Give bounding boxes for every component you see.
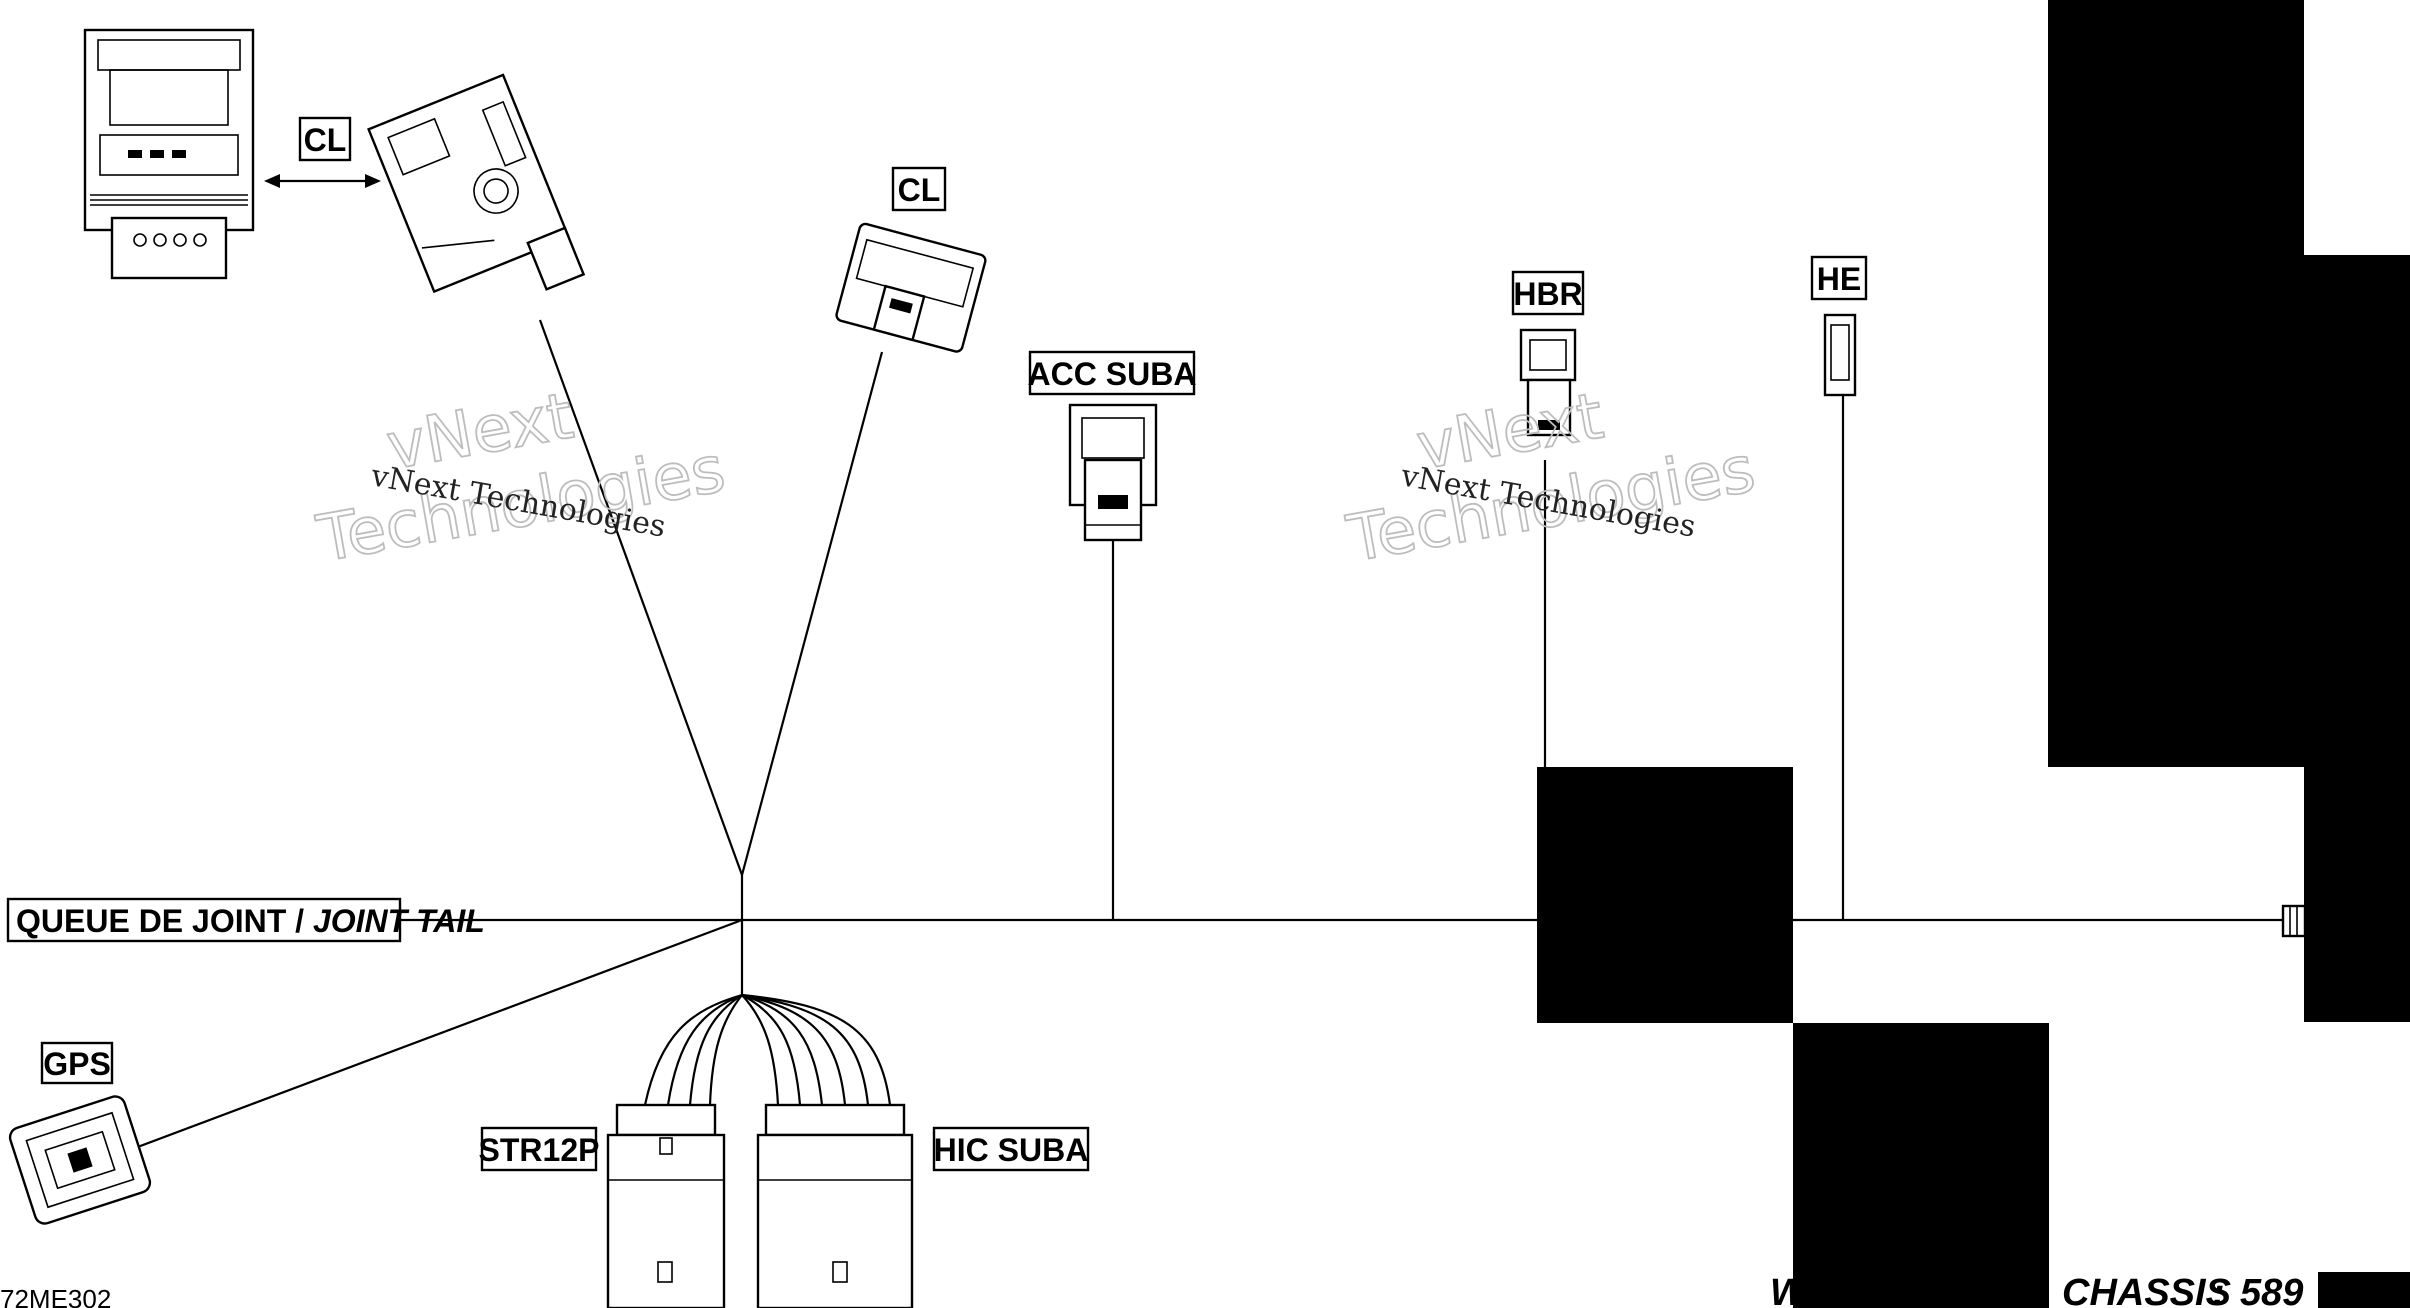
connector-joint-terminal: [2281, 904, 2307, 938]
redaction-blocks: [1537, 0, 2410, 1308]
watermark-right: vNext Technologies vNext Technologies: [1341, 379, 1762, 578]
connector-cl: [835, 222, 987, 353]
label-acc-suba: ACC SUBA: [1028, 350, 1197, 396]
double-arrow-icon: [264, 174, 381, 188]
svg-text:HBR: HBR: [1513, 276, 1582, 312]
connector-hic-suba: [756, 1103, 914, 1308]
connector-cl-side-view: [367, 73, 586, 294]
label-cl-top: CL: [298, 116, 352, 162]
connector-hbr: [1519, 328, 1577, 437]
label-cl-mid: CL: [891, 166, 947, 212]
connector-he: [1823, 313, 1857, 397]
label-hbr: HBR: [1511, 270, 1585, 316]
drawing-code: 72ME302: [0, 1284, 111, 1308]
footer-partial-text: W: [1770, 1272, 1809, 1308]
queue-de-joint-text: QUEUE DE JOINT /: [16, 903, 313, 939]
svg-text:CL: CL: [898, 172, 941, 208]
label-joint-tail: QUEUE DE JOINT / JOINT TAIL: [6, 897, 485, 943]
svg-text:HE: HE: [1817, 261, 1861, 297]
chassis-number-redaction: [2318, 1272, 2410, 1308]
label-hic-suba: HIC SUBA: [932, 1126, 1090, 1172]
connector-acc-suba: [1068, 403, 1158, 542]
connector-gps: [8, 1095, 152, 1225]
svg-text:QUEUE DE JOINT / JOINT TAIL: QUEUE DE JOINT / JOINT TAIL: [16, 903, 485, 939]
label-str12p: STR12P: [479, 1126, 600, 1172]
label-gps: GPS: [40, 1041, 114, 1085]
svg-text:ACC SUBA: ACC SUBA: [1028, 356, 1197, 392]
chassis-separator: :: [2212, 1272, 2225, 1308]
watermark-left: vNext Technologies vNext Technologies: [311, 379, 732, 578]
label-he: HE: [1810, 255, 1868, 301]
connector-str12p: [606, 1103, 726, 1308]
svg-text:CL: CL: [304, 122, 347, 158]
chassis-label: CHASSIS: [2062, 1272, 2231, 1308]
svg-text:GPS: GPS: [43, 1046, 111, 1082]
svg-text:STR12P: STR12P: [479, 1132, 600, 1168]
svg-text:HIC SUBA: HIC SUBA: [934, 1132, 1089, 1168]
chassis-number: 589: [2240, 1272, 2303, 1308]
connector-cl-front-view: [83, 28, 255, 280]
joint-tail-text: JOINT TAIL: [313, 903, 485, 939]
